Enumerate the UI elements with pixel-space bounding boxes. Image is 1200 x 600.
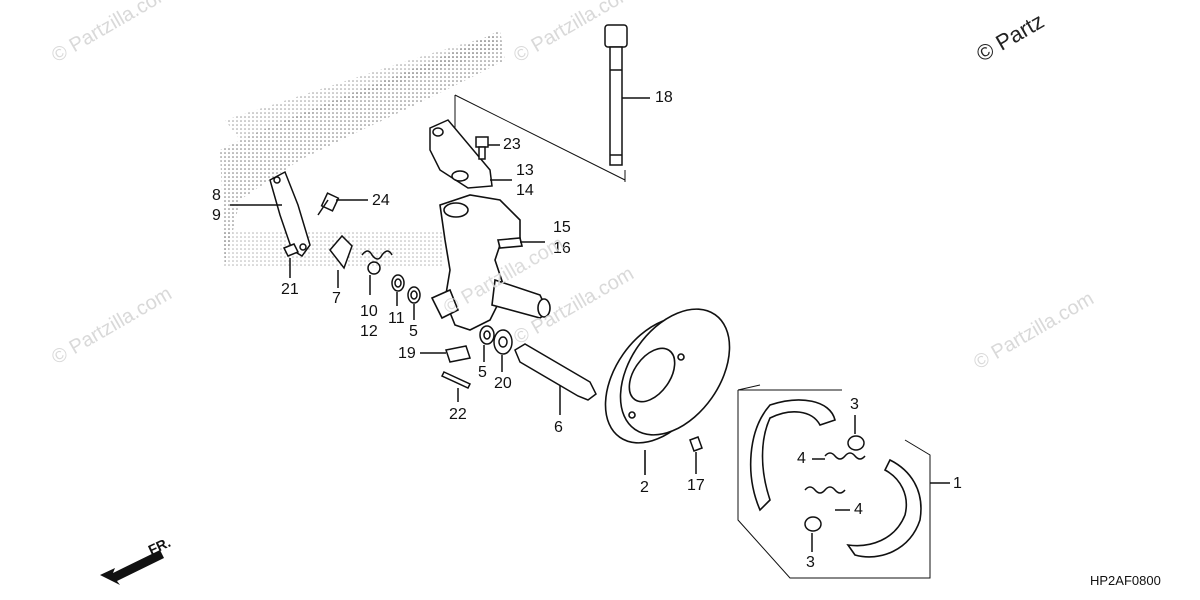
- springs-part-4: [804, 452, 866, 511]
- axle-part-6: [514, 343, 597, 415]
- plate-part-7: [329, 234, 353, 288]
- callout-17: 17: [687, 477, 705, 494]
- callout-3-bottom: 3: [806, 554, 815, 571]
- callout-9: 9: [212, 207, 221, 224]
- callout-16: 16: [553, 240, 571, 257]
- bolt-part-23: [475, 136, 500, 160]
- callout-22: 22: [449, 406, 467, 423]
- callout-15: 15: [553, 219, 571, 236]
- knuckle-part-15-16: [430, 194, 551, 331]
- arm-part-8-9: [230, 170, 311, 257]
- callout-1: 1: [953, 475, 962, 492]
- pins-part-3: [804, 415, 865, 552]
- callout-20: 20: [494, 375, 512, 392]
- callout-21: 21: [281, 281, 299, 298]
- bolt-part-18: [604, 24, 650, 166]
- reference-lines: [454, 94, 931, 579]
- nut-part-21: [282, 243, 300, 278]
- washers-part-11-5: [391, 274, 421, 320]
- callout-2: 2: [640, 479, 649, 496]
- callout-11: 11: [388, 310, 405, 327]
- callout-23: 23: [503, 136, 521, 153]
- bolt-part-17: [689, 436, 703, 474]
- callout-5-upper: 5: [409, 323, 418, 340]
- callout-24: 24: [372, 192, 390, 209]
- callout-19: 19: [398, 345, 416, 362]
- spring-part-10-12: [361, 250, 393, 295]
- brake-shoes-part-1: [749, 399, 950, 558]
- bolt-part-24: [317, 192, 368, 216]
- bracket-part-13-14: [429, 119, 512, 189]
- nut-part-19: [420, 345, 471, 363]
- callout-3-top: 3: [850, 396, 859, 413]
- callout-18: 18: [655, 89, 673, 106]
- callout-5-lower: 5: [478, 364, 487, 381]
- callout-14: 14: [516, 182, 534, 199]
- pin-part-22: [440, 371, 472, 402]
- background-shading: [220, 30, 505, 268]
- diagram-code: HP2AF0800: [1090, 573, 1161, 588]
- callout-12: 12: [360, 323, 378, 340]
- callout-13: 13: [516, 162, 534, 179]
- callout-4-top: 4: [797, 450, 806, 467]
- callout-8: 8: [212, 187, 221, 204]
- callout-10: 10: [360, 303, 378, 320]
- front-arrow-icon: [100, 550, 164, 585]
- callout-7: 7: [332, 290, 341, 307]
- callout-6: 6: [554, 419, 563, 436]
- brake-drum-part-2: [604, 308, 731, 475]
- callout-4-bottom: 4: [854, 501, 863, 518]
- washers-part-5-20: [479, 325, 513, 372]
